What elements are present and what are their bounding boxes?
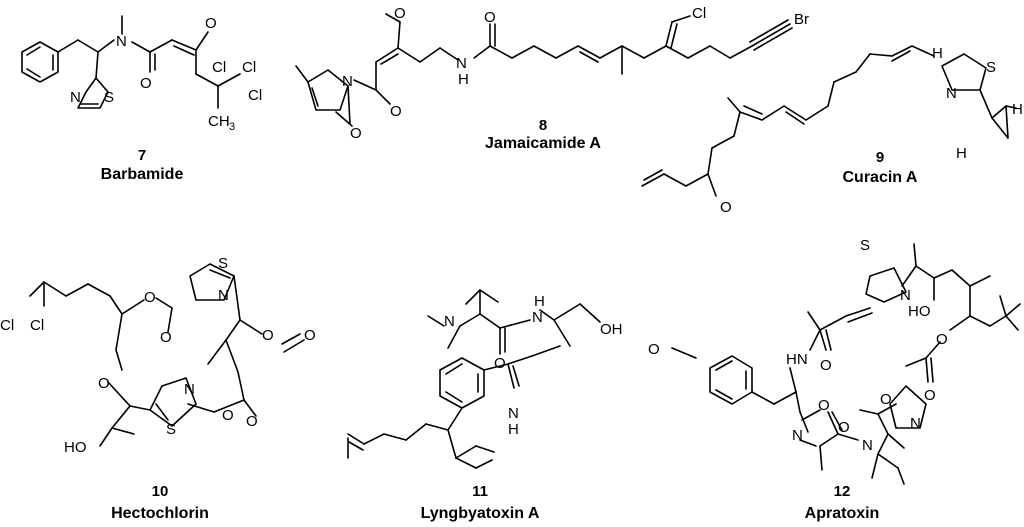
structure-apratoxin bbox=[671, 243, 1021, 485]
svg-text:Cl: Cl bbox=[692, 5, 706, 22]
svg-text:O: O bbox=[880, 391, 892, 408]
svg-text:O: O bbox=[98, 375, 110, 392]
svg-text:O: O bbox=[818, 397, 830, 414]
svg-text:N: N bbox=[532, 309, 543, 326]
svg-text:O: O bbox=[205, 15, 217, 32]
svg-text:N: N bbox=[70, 89, 81, 106]
compound-number: 11 bbox=[472, 483, 488, 500]
structure-jamaicamide bbox=[295, 13, 793, 127]
svg-text:N: N bbox=[508, 405, 519, 422]
curacin-atoms: O H S N H H bbox=[720, 45, 1023, 216]
svg-text:O: O bbox=[394, 5, 406, 22]
svg-text:HN: HN bbox=[786, 351, 808, 368]
svg-text:Cl: Cl bbox=[212, 59, 226, 76]
compound-number: 8 bbox=[539, 117, 547, 134]
compound-name: Lyngbyatoxin A bbox=[421, 505, 540, 522]
svg-text:O: O bbox=[720, 199, 732, 216]
svg-text:N: N bbox=[116, 33, 127, 50]
svg-text:N: N bbox=[456, 55, 467, 72]
svg-text:H: H bbox=[534, 293, 545, 310]
svg-text:O: O bbox=[262, 327, 274, 344]
svg-text:H: H bbox=[1012, 101, 1023, 118]
svg-text:O: O bbox=[390, 103, 402, 120]
compound-number: 10 bbox=[152, 483, 169, 500]
compound-number: 9 bbox=[876, 149, 884, 166]
svg-text:Cl: Cl bbox=[242, 59, 256, 76]
svg-text:3: 3 bbox=[229, 121, 235, 133]
svg-text:O: O bbox=[494, 355, 506, 372]
svg-text:OH: OH bbox=[600, 321, 623, 338]
svg-text:N: N bbox=[946, 85, 957, 102]
svg-text:O: O bbox=[936, 331, 948, 348]
svg-text:H: H bbox=[956, 145, 967, 162]
compound-name: Apratoxin bbox=[805, 505, 880, 522]
svg-text:Cl: Cl bbox=[0, 317, 14, 334]
structure-barbamide bbox=[21, 15, 241, 109]
compound-number: 12 bbox=[834, 483, 851, 500]
svg-text:HO: HO bbox=[64, 439, 87, 456]
svg-text:O: O bbox=[350, 125, 362, 142]
svg-text:H: H bbox=[458, 71, 469, 88]
svg-text:N: N bbox=[342, 73, 353, 90]
lyngbyatoxin-atoms: N O N H OH N H bbox=[444, 293, 623, 438]
svg-text:Br: Br bbox=[794, 11, 809, 28]
svg-text:HO: HO bbox=[908, 303, 931, 320]
svg-text:S: S bbox=[104, 89, 114, 106]
svg-text:N: N bbox=[910, 415, 921, 432]
svg-text:O: O bbox=[160, 329, 172, 346]
compound-name: Curacin A bbox=[843, 169, 918, 186]
svg-text:N: N bbox=[184, 381, 195, 398]
structure-hectochlorin bbox=[29, 263, 305, 447]
svg-text:O: O bbox=[222, 407, 234, 424]
svg-text:N: N bbox=[218, 287, 229, 304]
svg-text:CH: CH bbox=[208, 113, 230, 130]
jamaicamide-atoms: N O O O N H O Cl Br bbox=[342, 5, 809, 142]
svg-text:O: O bbox=[144, 289, 156, 306]
compound-name: Barbamide bbox=[101, 166, 184, 183]
svg-text:O: O bbox=[820, 357, 832, 374]
compound-name: Hectochlorin bbox=[111, 505, 209, 522]
compound-number: 7 bbox=[138, 147, 146, 164]
svg-text:Cl: Cl bbox=[248, 87, 262, 104]
structure-curacin bbox=[641, 45, 1017, 197]
svg-text:O: O bbox=[304, 327, 316, 344]
svg-text:N: N bbox=[862, 437, 873, 454]
svg-text:H: H bbox=[508, 421, 519, 438]
svg-text:O: O bbox=[140, 75, 152, 92]
svg-text:N: N bbox=[444, 313, 455, 330]
structure-lyngbyatoxin bbox=[347, 289, 601, 469]
apratoxin-atoms: O HN O S N HO O O O N O O N N bbox=[648, 237, 948, 454]
compound-name: Jamaicamide A bbox=[485, 135, 601, 152]
svg-text:S: S bbox=[218, 255, 228, 272]
barbamide-atoms: N O O N S Cl Cl Cl CH 3 bbox=[70, 15, 262, 133]
svg-text:O: O bbox=[484, 9, 496, 26]
svg-text:N: N bbox=[792, 427, 803, 444]
svg-text:O: O bbox=[924, 387, 936, 404]
svg-text:H: H bbox=[932, 45, 943, 62]
svg-text:O: O bbox=[246, 413, 258, 430]
svg-text:S: S bbox=[986, 59, 996, 76]
svg-text:S: S bbox=[166, 421, 176, 438]
svg-text:O: O bbox=[838, 419, 850, 436]
svg-text:O: O bbox=[648, 341, 660, 358]
svg-text:Cl: Cl bbox=[30, 317, 44, 334]
svg-text:N: N bbox=[900, 287, 911, 304]
svg-text:S: S bbox=[860, 237, 870, 254]
hectochlorin-atoms: Cl Cl O O N S O O O O O N S HO bbox=[0, 255, 316, 456]
